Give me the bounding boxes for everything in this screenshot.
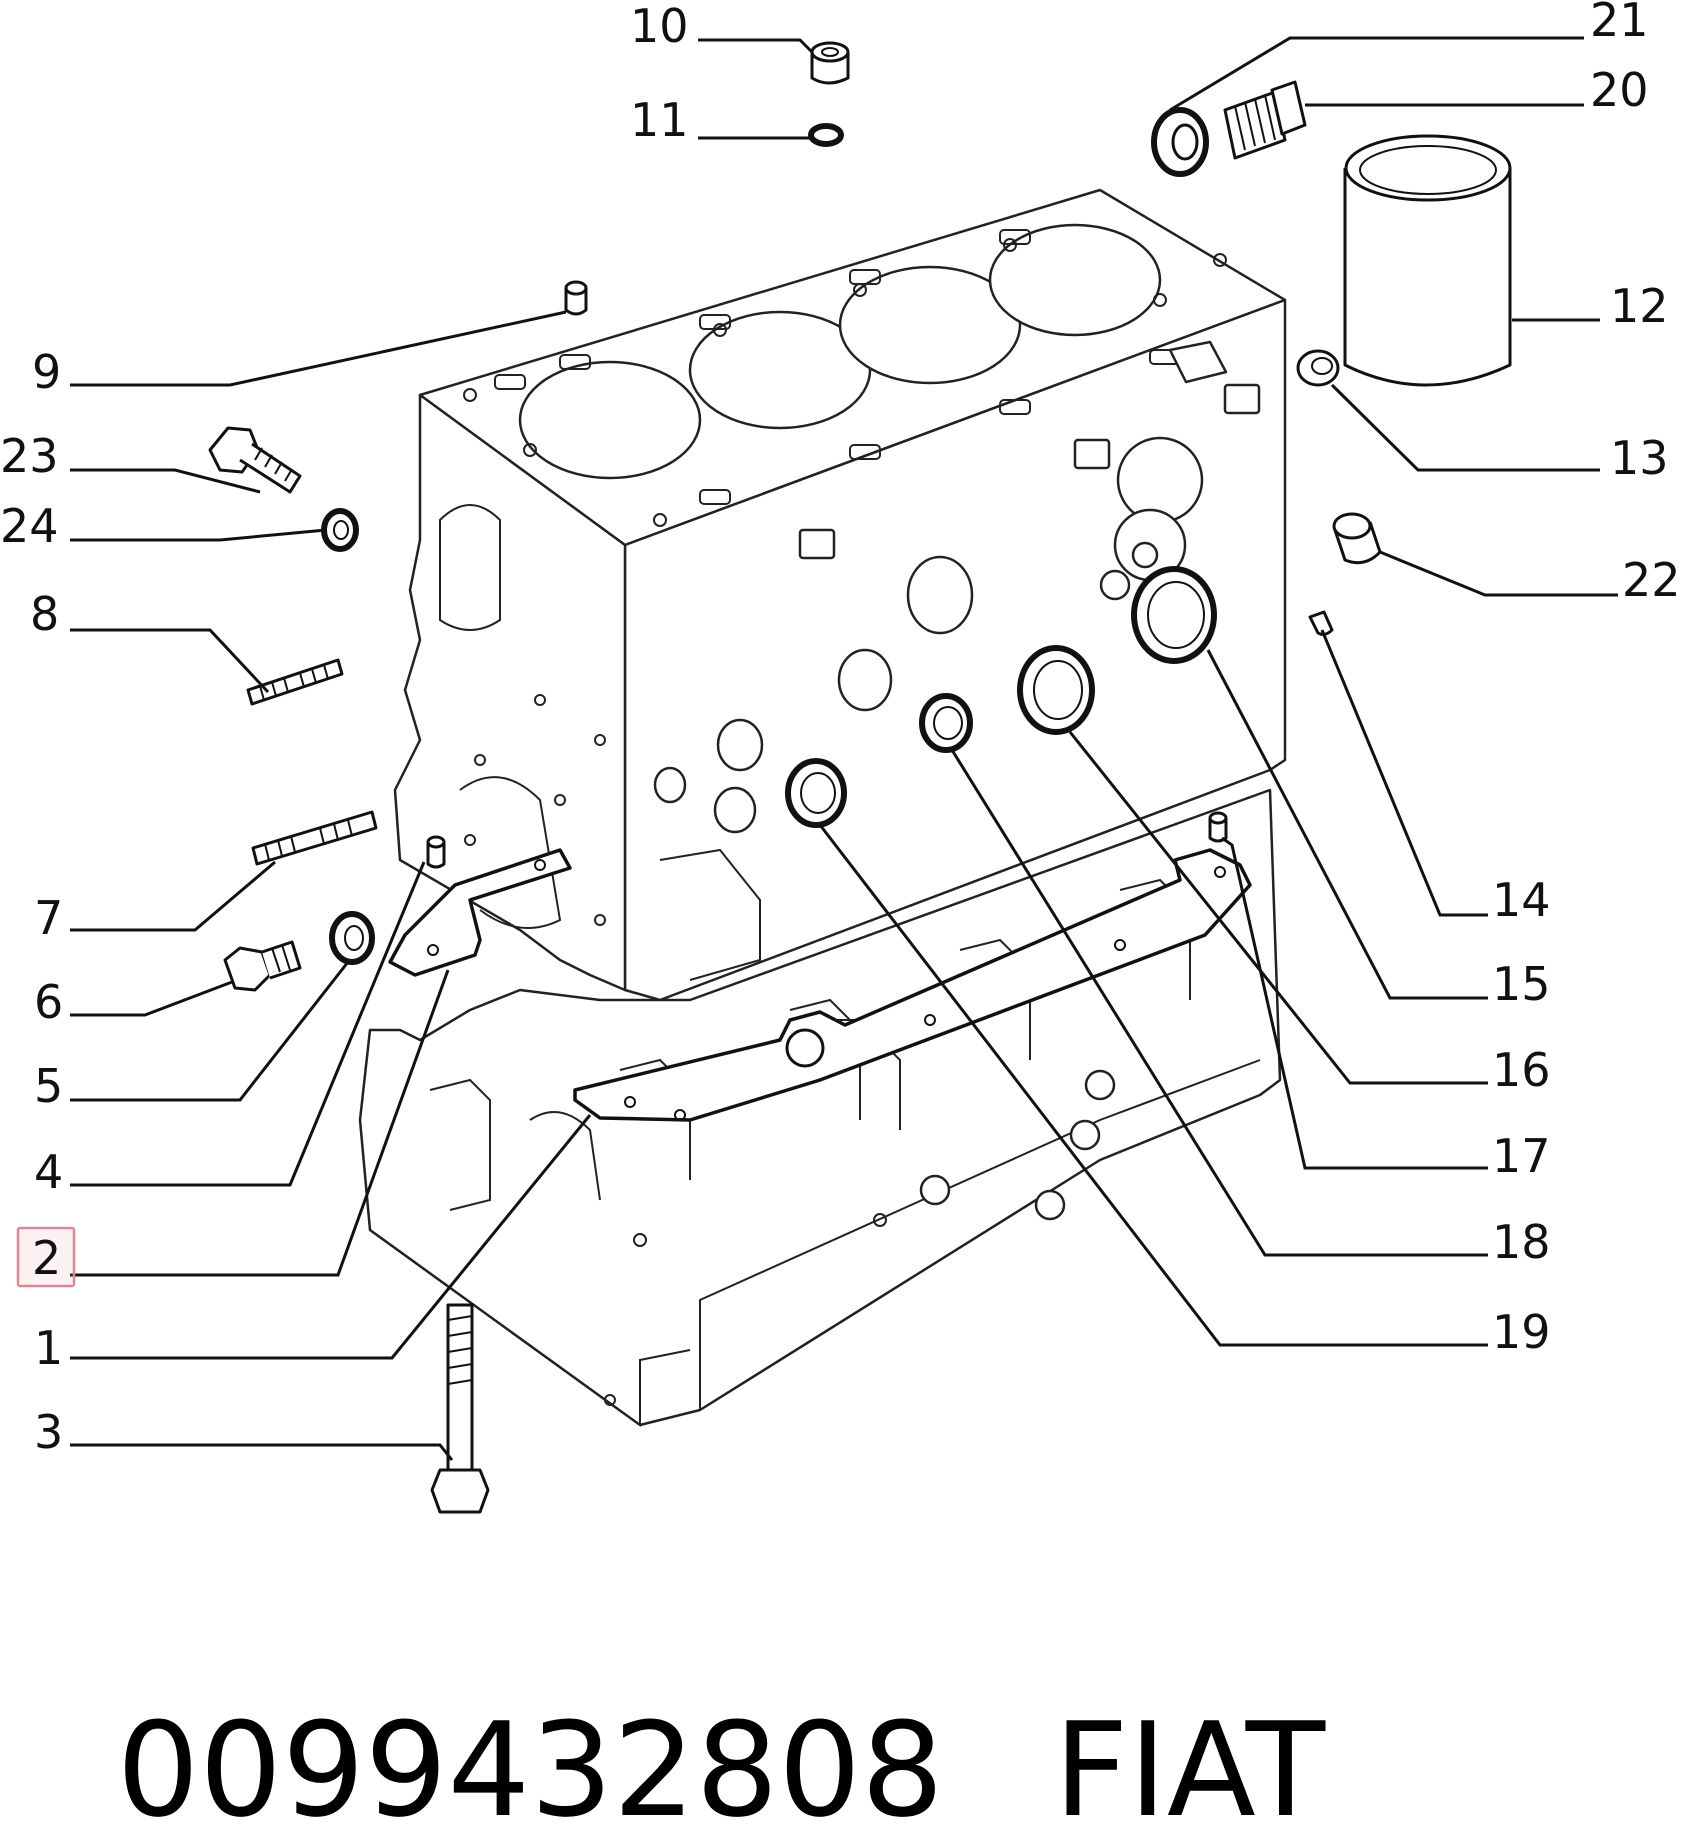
- callout-15[interactable]: 15: [1492, 957, 1551, 1011]
- bolt-part-23: [208, 426, 302, 494]
- callout-12[interactable]: 12: [1610, 279, 1669, 333]
- seal-part-15: [1131, 566, 1217, 664]
- leader-19: [818, 824, 1488, 1347]
- leader-15: [1206, 649, 1488, 1000]
- leader-4: [70, 861, 426, 1187]
- leader-17: [1221, 836, 1488, 1170]
- callout-16[interactable]: 16: [1492, 1043, 1551, 1097]
- leader-5: [70, 961, 350, 1102]
- cylinder-liner-part-12: [1343, 134, 1512, 387]
- stud-part-8: [246, 658, 344, 706]
- leader-14: [1320, 629, 1488, 917]
- callout-2[interactable]: 2: [32, 1231, 61, 1285]
- leader-7: [70, 860, 276, 932]
- callout-21[interactable]: 21: [1590, 0, 1649, 47]
- seal-part-21: [1151, 107, 1209, 177]
- leader-lines: [70, 36, 1618, 1461]
- leader-13: [1330, 383, 1600, 472]
- dowel-part-4: [426, 835, 446, 869]
- callout-3[interactable]: 3: [34, 1405, 63, 1459]
- leader-2: [70, 969, 450, 1277]
- threaded-plug-part-20: [1223, 80, 1307, 160]
- callout-22[interactable]: 22: [1622, 553, 1681, 607]
- leader-3: [70, 1443, 454, 1461]
- oil-sump-gasket: [573, 848, 1252, 1122]
- leader-9: [70, 310, 567, 387]
- leader-10: [698, 38, 814, 54]
- callout-13[interactable]: 13: [1610, 431, 1669, 485]
- plug-part-6: [223, 940, 302, 992]
- seal-part-16: [1017, 645, 1095, 735]
- leader-18: [950, 749, 1488, 1257]
- leader-23: [70, 468, 261, 494]
- bolt-part-3: [430, 1303, 490, 1514]
- callout-17[interactable]: 17: [1492, 1129, 1551, 1183]
- callout-7[interactable]: 7: [34, 891, 63, 945]
- washer-part-24: [321, 508, 359, 552]
- callout-2-highlight: [16, 1226, 76, 1288]
- washer-part-11: [808, 123, 844, 147]
- callout-24[interactable]: 24: [0, 499, 59, 553]
- callout-20[interactable]: 20: [1590, 63, 1649, 117]
- callout-labels: 10 11 21 20 12 13 22 14 15 16 17 18 19 9…: [0, 0, 1681, 1459]
- plug-part-10: [810, 41, 850, 85]
- leader-24: [70, 528, 327, 542]
- cap-part-13: [1296, 349, 1340, 387]
- leader-16: [1068, 731, 1488, 1085]
- leader-1: [70, 1114, 592, 1360]
- cap-part-22: [1332, 512, 1382, 565]
- part-number: 0099432808: [116, 1694, 944, 1846]
- dowel-part-14: [1308, 610, 1334, 636]
- callout-18[interactable]: 18: [1492, 1215, 1551, 1269]
- callout-8[interactable]: 8: [30, 587, 59, 641]
- callout-19[interactable]: 19: [1492, 1305, 1551, 1359]
- callout-14[interactable]: 14: [1492, 873, 1551, 927]
- leader-22: [1379, 550, 1618, 597]
- seal-part-5: [329, 911, 375, 965]
- leader-8: [70, 628, 270, 694]
- callout-10[interactable]: 10: [630, 0, 689, 53]
- callout-11[interactable]: 11: [630, 93, 689, 147]
- callout-6[interactable]: 6: [34, 975, 63, 1029]
- dowel-part-17: [1208, 811, 1228, 843]
- leader-6: [70, 980, 233, 1017]
- stud-part-7: [251, 810, 378, 866]
- front-plate-gasket: [388, 848, 572, 977]
- engine-block: [358, 188, 1287, 1427]
- pin-part-9: [564, 280, 588, 316]
- callout-23[interactable]: 23: [0, 429, 59, 483]
- callout-5[interactable]: 5: [34, 1059, 63, 1113]
- callout-1[interactable]: 1: [34, 1321, 63, 1375]
- brand-name: FIAT: [1053, 1694, 1326, 1846]
- seal-part-18: [919, 693, 973, 753]
- callout-9[interactable]: 9: [32, 345, 61, 399]
- leader-21: [1169, 36, 1584, 112]
- seal-part-19: [785, 758, 847, 828]
- callout-4[interactable]: 4: [34, 1145, 63, 1199]
